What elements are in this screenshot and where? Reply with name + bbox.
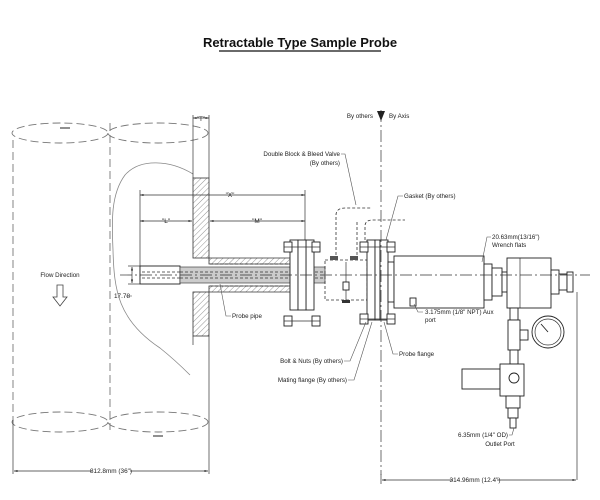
wrench-flats-leader <box>481 236 491 263</box>
bolt-nuts-leader <box>344 321 367 362</box>
dim-pipe-width: 812.8mm (36") <box>90 468 132 475</box>
dim-probe-dia: 17.78 <box>114 293 130 300</box>
axis-marker-icon <box>377 111 385 121</box>
probe-housing <box>387 255 511 309</box>
dbb-valve-label: Double Block & Bleed Valve <box>263 151 340 158</box>
outlet-port-label: 6.35mm (1/4" OD) <box>458 432 508 439</box>
dim-probe-length: 314.96mm (12.4") <box>450 477 501 484</box>
dbb-valve-leader <box>341 153 357 206</box>
probe-flange-label: Probe flange <box>399 351 435 358</box>
outlet-port-label-2: Outlet Port <box>485 441 515 448</box>
probe-flange-assembly <box>359 219 405 325</box>
mating-flange-leader <box>348 321 373 381</box>
outlet-port-leader <box>509 427 515 436</box>
aux-port-label-2: port <box>425 317 436 324</box>
dbb-valve-label-line1: Double Block & Bleed Valve <box>263 151 340 158</box>
bolt-nuts-label: Bolt & Nuts (By others) <box>280 358 343 365</box>
dim-x-label: "X" <box>226 192 235 199</box>
nozzle <box>208 257 296 293</box>
pressure-gauge-assembly <box>507 307 565 365</box>
diagram-title: Retractable Type Sample Probe <box>203 35 397 50</box>
dbb-valve <box>324 207 372 303</box>
gasket-leader <box>385 195 403 241</box>
probe-pipe-leader <box>219 283 231 317</box>
dim-m-label: "M" <box>252 218 262 225</box>
actuator-block <box>506 257 574 309</box>
process-pipe <box>11 122 209 437</box>
flow-arrow-icon <box>52 284 68 307</box>
wrench-flats-label-2: Wrench flats <box>492 242 526 249</box>
dim-t-label: "T" <box>197 116 205 123</box>
wrench-flats-label: 20.63mm(13/16") <box>492 234 540 241</box>
flow-direction-label: Flow Direction <box>40 272 80 279</box>
probe-pipe-label: Probe pipe <box>232 313 262 320</box>
gasket-label: Gasket (By others) <box>404 193 456 200</box>
outlet-valve <box>461 363 525 429</box>
pipe-wall <box>192 115 210 345</box>
dim-l-label: "L" <box>162 218 170 225</box>
by-others-top-label: By others <box>347 113 373 120</box>
section-break-curve <box>111 162 194 376</box>
by-axis-label: By Axis <box>389 113 409 120</box>
mating-flange-label: Mating flange (By others) <box>278 377 347 384</box>
probe-flange-leader <box>383 321 398 355</box>
dbb-valve-label-2: (By others) <box>310 160 340 167</box>
aux-port-label: 3.175mm (1/8" NPT) Aux <box>425 309 494 316</box>
aux-port-leader <box>413 303 423 313</box>
